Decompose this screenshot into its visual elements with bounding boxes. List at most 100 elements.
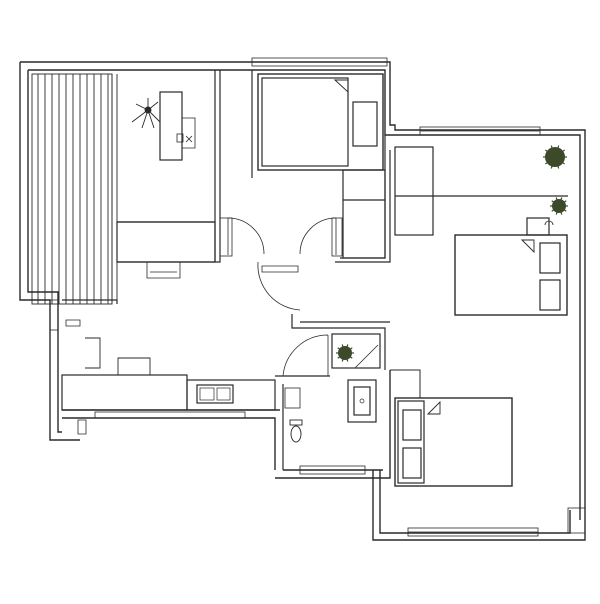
- bed-top-inner: [261, 77, 349, 167]
- door-study: [227, 217, 265, 255]
- bed-top: [257, 73, 384, 171]
- shower-diagonal: [354, 344, 379, 369]
- pillow-bottom-1: [402, 409, 422, 441]
- study-small-items-icon: [176, 133, 193, 143]
- study-table: [159, 91, 183, 161]
- bedroom-top: [251, 70, 391, 263]
- wardrobe-right: [394, 146, 434, 236]
- balcony-frame: [31, 73, 113, 305]
- toilet-icon: [289, 419, 303, 443]
- door-bedroom-top: [299, 217, 337, 255]
- kitchen-sink-left: [199, 387, 215, 401]
- bath-cabinet: [284, 387, 301, 409]
- wall-bath-bottom: [275, 370, 391, 479]
- wall-outer-top-left: [20, 61, 586, 525]
- plant-leaf: [551, 200, 560, 207]
- study-wall-right: [214, 70, 221, 263]
- plant-leaf: [550, 145, 556, 158]
- windows: [49, 57, 586, 537]
- kitchen-counter: [61, 374, 188, 411]
- pillow-top: [352, 101, 378, 147]
- bath-wall-top: [291, 314, 386, 370]
- bedroom-bottom: [390, 369, 513, 487]
- plant-leaf: [544, 149, 556, 158]
- dining-chair-1: [85, 337, 101, 369]
- kitchen-partition: [62, 299, 118, 304]
- bedroom-top-wall-right: [340, 135, 386, 259]
- plant-leaf: [337, 352, 346, 359]
- pillow-right-2: [539, 279, 561, 311]
- shower-tray: [331, 333, 381, 369]
- bedroom-bottom-wall: [390, 369, 421, 398]
- plant-leaf: [551, 205, 560, 212]
- wall-kitchen-bottom: [62, 417, 276, 470]
- plant-right-mid-icon: [550, 197, 568, 215]
- study-desk: [116, 221, 216, 263]
- sink-drain-icon: [359, 398, 365, 404]
- plant-leaf: [344, 344, 349, 354]
- bed-bottom: [394, 397, 513, 487]
- plant-leaf: [554, 156, 566, 165]
- kitchen: [61, 299, 276, 435]
- balcony: [31, 73, 118, 305]
- pillow-bottom-2: [402, 447, 422, 479]
- bedroom-top-wall-right-2: [335, 150, 391, 263]
- bath-divider: [275, 375, 330, 470]
- study-room: [116, 70, 221, 279]
- exterior-walls: [19, 61, 586, 541]
- door-bath: [282, 334, 329, 377]
- plant-leaf: [554, 145, 560, 158]
- kitchen-small-box: [65, 319, 81, 327]
- blanket-fold-top: [333, 79, 349, 94]
- plant-right-top-icon: [543, 145, 567, 169]
- door-study-jamb: [219, 217, 233, 257]
- plant-leaf: [554, 156, 560, 169]
- plant-leaf: [554, 149, 566, 158]
- blanket-fold-right: [520, 239, 535, 254]
- sink-bath-basin: [353, 386, 371, 416]
- blanket-fold-bottom: [426, 400, 441, 415]
- plant-leaf: [344, 352, 353, 359]
- wall-bedroom-bottom-inner: [379, 470, 571, 534]
- kitchen-sink: [196, 384, 234, 404]
- bathroom: [275, 314, 390, 470]
- wall-outer-left: [19, 62, 60, 441]
- plant-leaf: [558, 205, 567, 212]
- doors: [219, 217, 343, 377]
- wardrobe-top: [342, 169, 386, 259]
- study-wall-bottom: [117, 221, 215, 263]
- bed-right: [454, 234, 568, 316]
- entrance-mat: [261, 265, 299, 273]
- door-bedroom-jamb: [331, 217, 343, 257]
- wall-inner-left: [27, 70, 62, 433]
- balcony-stripes: [37, 74, 109, 304]
- plant-leaf: [558, 197, 563, 207]
- wall-inner-top-left: [28, 69, 581, 520]
- kitchen-counter-right: [186, 379, 276, 411]
- kitchen-sink-right: [216, 387, 231, 401]
- nightstand-right: [526, 217, 550, 236]
- plant-leaf: [558, 200, 567, 207]
- window-kitchen: [94, 411, 246, 419]
- window-left: [49, 299, 59, 331]
- plant-leaf: [550, 156, 556, 169]
- kitchen-gas-meter: [77, 419, 87, 435]
- plant-leaf: [555, 197, 560, 207]
- study-chair-right: [182, 117, 196, 149]
- plant-leaf: [337, 347, 346, 354]
- desk-lamp-icon: [131, 98, 161, 129]
- bed-bottom-inner: [397, 400, 425, 484]
- plant-leaf: [544, 156, 556, 165]
- pillow-right-1: [539, 242, 561, 274]
- wall-bedroom-bottom: [372, 470, 586, 541]
- plant-leaf: [344, 352, 349, 362]
- plant-leaf: [341, 344, 346, 354]
- dining-chair-2: [117, 357, 151, 375]
- lamp-right: [544, 220, 554, 226]
- sink-bath: [347, 379, 377, 423]
- plant-leaf: [558, 205, 563, 215]
- plant-leaf: [341, 352, 346, 362]
- plant-bath-icon: [336, 344, 354, 362]
